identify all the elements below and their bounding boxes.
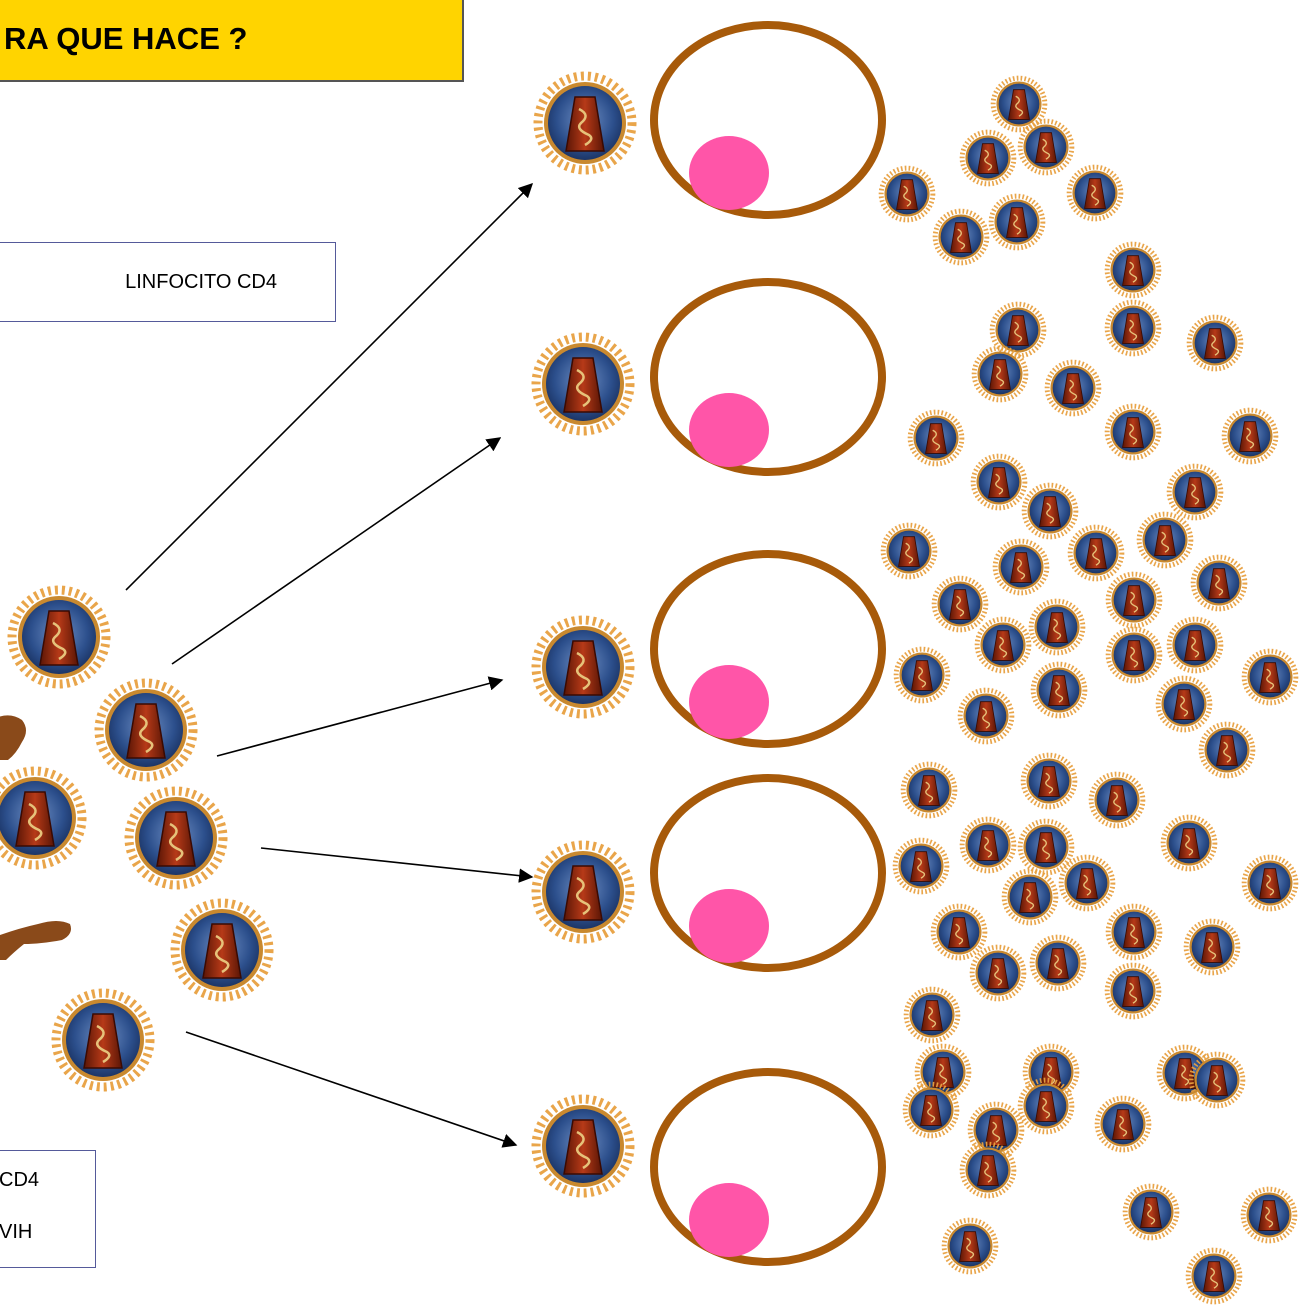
hiv-virus-icon bbox=[1031, 601, 1083, 653]
hiv-virus-icon bbox=[538, 76, 632, 170]
hiv-virus-icon bbox=[883, 525, 935, 577]
hiv-virus-icon bbox=[12, 590, 106, 684]
cd4-cell-2 bbox=[536, 282, 882, 472]
legend-box: CD4 VIH bbox=[0, 1150, 96, 1268]
hiv-virus-icon bbox=[1107, 965, 1159, 1017]
arrows bbox=[125, 182, 534, 1148]
hiv-virus-icon bbox=[962, 819, 1014, 871]
hiv-virus-icon bbox=[99, 683, 193, 777]
legend-cd4-label: CD4 bbox=[0, 1169, 40, 1191]
cd4-receptor-fragment bbox=[0, 921, 71, 960]
hiv-virus-icon bbox=[903, 764, 955, 816]
lymphocyte-label-box: LINFOCITO CD4 bbox=[0, 242, 336, 322]
arrow-to-cell-2 bbox=[171, 437, 502, 665]
hiv-virus-icon bbox=[1169, 466, 1221, 518]
legend-vih-label: VIH bbox=[0, 1221, 33, 1243]
hiv-virus-icon bbox=[1024, 485, 1076, 537]
replicated-virus-cluster bbox=[881, 78, 1296, 1302]
hiv-virus-icon bbox=[536, 337, 630, 431]
hiv-virus-icon bbox=[962, 1144, 1014, 1196]
hiv-virus-icon bbox=[56, 993, 150, 1087]
infected-cells bbox=[536, 25, 882, 1262]
source-virus-cluster bbox=[0, 590, 269, 1087]
hiv-virus-icon bbox=[1191, 1054, 1243, 1106]
hiv-virus-icon bbox=[881, 168, 933, 220]
hiv-virus-icon bbox=[1186, 921, 1238, 973]
hiv-virus-icon bbox=[536, 845, 630, 939]
hiv-virus-icon bbox=[933, 906, 985, 958]
hiv-virus-icon bbox=[973, 456, 1025, 508]
hiv-virus-icon bbox=[906, 989, 958, 1041]
arrow-to-cell-3 bbox=[216, 676, 504, 757]
hiv-virus-icon bbox=[1020, 821, 1072, 873]
hiv-virus-icon bbox=[1107, 406, 1159, 458]
hiv-virus-icon bbox=[1224, 410, 1276, 462]
hiv-virus-icon bbox=[1069, 167, 1121, 219]
hiv-virus-icon bbox=[977, 619, 1029, 671]
hiv-virus-icon bbox=[1243, 1189, 1295, 1241]
hiv-virus-icon bbox=[1107, 244, 1159, 296]
hiv-virus-icon bbox=[1158, 678, 1210, 730]
hiv-virus-icon bbox=[1125, 1186, 1177, 1238]
hiv-virus-icon bbox=[896, 649, 948, 701]
hiv-virus-icon bbox=[991, 196, 1043, 248]
hiv-virus-icon bbox=[1108, 574, 1160, 626]
hiv-virus-icon bbox=[972, 947, 1024, 999]
cd4-receptor-fragment bbox=[0, 715, 26, 760]
hiv-virus-icon bbox=[1033, 664, 1085, 716]
hiv-virus-icon bbox=[895, 840, 947, 892]
cd4-cell-1 bbox=[538, 25, 882, 215]
hiv-virus-icon bbox=[970, 1104, 1022, 1156]
hiv-virus-icon bbox=[0, 771, 82, 865]
hiv-virus-icon bbox=[1108, 629, 1160, 681]
hiv-virus-icon bbox=[1139, 514, 1191, 566]
hiv-virus-icon bbox=[1193, 557, 1245, 609]
hiv-virus-icon bbox=[1244, 651, 1296, 703]
arrow-to-cell-4 bbox=[260, 847, 534, 883]
arrow-to-cell-5 bbox=[185, 1031, 518, 1148]
hiv-virus-icon bbox=[995, 541, 1047, 593]
hiv-virus-icon bbox=[1244, 857, 1296, 909]
hiv-virus-icon bbox=[1023, 755, 1075, 807]
hiv-virus-icon bbox=[129, 791, 223, 885]
hiv-virus-icon bbox=[1201, 724, 1253, 776]
cd4-cell-4 bbox=[536, 778, 882, 968]
hiv-virus-icon bbox=[1004, 871, 1056, 923]
hiv-virus-icon bbox=[1070, 527, 1122, 579]
lymphocyte-label: LINFOCITO CD4 bbox=[125, 270, 277, 293]
hiv-virus-icon bbox=[536, 620, 630, 714]
hiv-virus-icon bbox=[1097, 1098, 1149, 1150]
hiv-virus-icon bbox=[1032, 937, 1084, 989]
hiv-virus-icon bbox=[536, 1099, 630, 1193]
hiv-virus-icon bbox=[175, 903, 269, 997]
hiv-virus-icon bbox=[1169, 619, 1221, 671]
arrow-to-cell-1 bbox=[125, 182, 534, 591]
cd4-lymphocyte-icon bbox=[654, 778, 882, 968]
cd4-lymphocyte-icon bbox=[654, 554, 882, 744]
page-title: RA QUE HACE ? bbox=[0, 0, 464, 82]
hiv-virus-icon bbox=[1163, 817, 1215, 869]
cd4-cell-5 bbox=[536, 1072, 882, 1262]
hiv-virus-icon bbox=[962, 132, 1014, 184]
hiv-virus-icon bbox=[974, 348, 1026, 400]
hiv-virus-icon bbox=[1189, 317, 1241, 369]
hiv-virus-icon bbox=[1091, 774, 1143, 826]
hiv-virus-icon bbox=[1107, 302, 1159, 354]
hiv-virus-icon bbox=[944, 1220, 996, 1272]
hiv-virus-icon bbox=[935, 211, 987, 263]
cd4-cell-3 bbox=[536, 554, 882, 744]
hiv-virus-icon bbox=[1020, 121, 1072, 173]
hiv-virus-icon bbox=[1061, 857, 1113, 909]
hiv-virus-icon bbox=[1108, 906, 1160, 958]
hiv-virus-icon bbox=[934, 578, 986, 630]
cd4-lymphocyte-icon bbox=[654, 25, 882, 215]
cd4-lymphocyte-icon bbox=[654, 282, 882, 472]
cd4-lymphocyte-icon bbox=[654, 1072, 882, 1262]
hiv-virus-icon bbox=[1047, 362, 1099, 414]
hiv-virus-icon bbox=[1188, 1250, 1240, 1302]
hiv-virus-icon bbox=[960, 690, 1012, 742]
hiv-virus-icon bbox=[910, 412, 962, 464]
